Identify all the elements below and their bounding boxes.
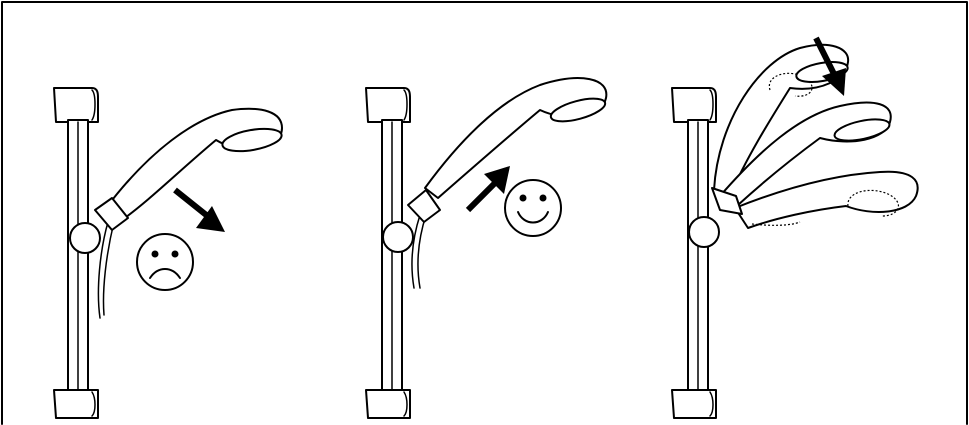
shower-head [94, 107, 283, 231]
handle-holder [711, 187, 743, 215]
sad-face-icon [136, 233, 194, 291]
hose [411, 214, 427, 289]
hose [97, 221, 115, 319]
slider-knob [69, 222, 101, 254]
slide-rail [53, 87, 99, 419]
down-arrow-icon [813, 36, 846, 96]
shower-head-position-high [713, 43, 850, 197]
panel-3 [671, 36, 919, 419]
panel-1 [53, 87, 283, 419]
slide-rail [365, 87, 411, 419]
slider-knob [688, 216, 720, 248]
slider-knob [382, 221, 414, 253]
shower-head-position-low [734, 170, 919, 229]
shower-head-position-middle [719, 101, 892, 206]
down-right-arrow-icon [173, 187, 225, 232]
slide-rail [671, 87, 717, 419]
up-right-arrow-icon [465, 166, 510, 213]
shower-head [407, 77, 608, 223]
panel-2 [365, 77, 608, 419]
smiley-face-icon [504, 179, 562, 237]
